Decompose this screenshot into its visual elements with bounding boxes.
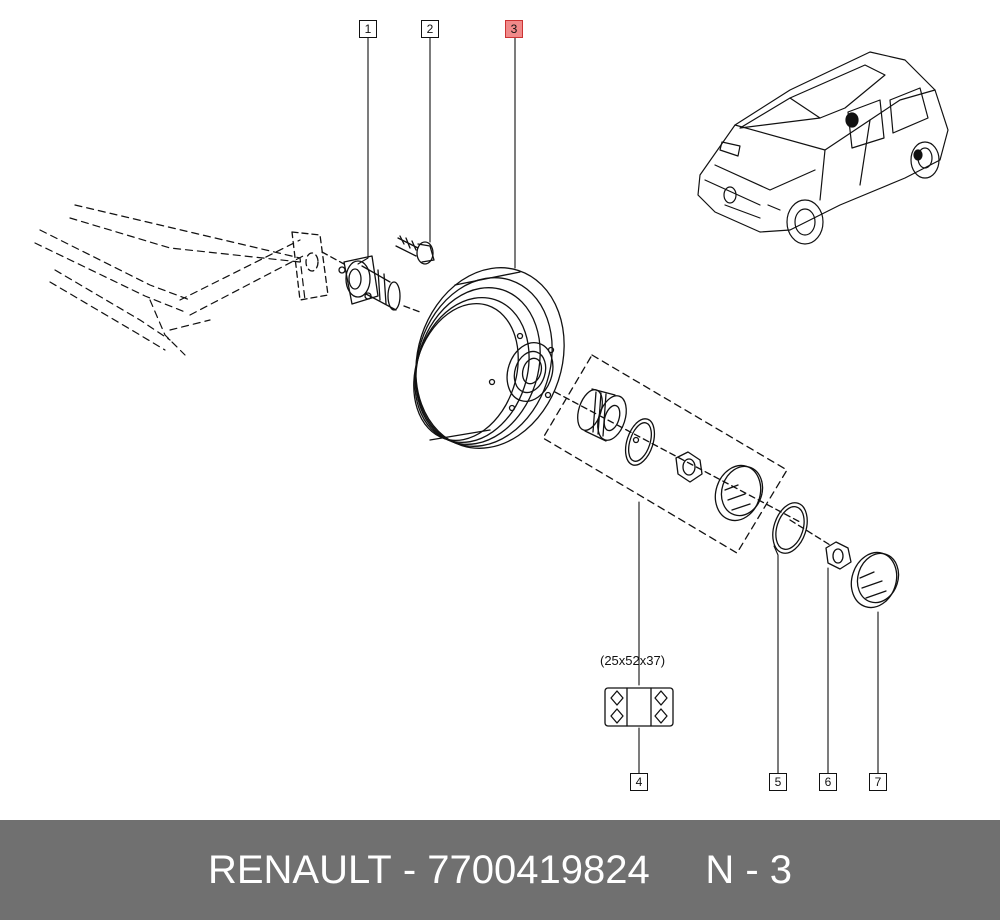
wheel-bearing <box>577 388 627 442</box>
axle-mount-plate <box>291 231 329 301</box>
callout-2: 2 <box>421 20 439 38</box>
hub-nut <box>825 541 852 570</box>
exploded-view-drawing <box>34 35 949 774</box>
callout-6: 6 <box>819 773 837 791</box>
footer-part-number: 7700419824 <box>427 847 650 892</box>
stub-axle <box>338 255 401 311</box>
vehicle-inset <box>697 51 949 245</box>
footer-brand: RENAULT <box>207 847 392 892</box>
bearing-dimensions-label: (25x52x37) <box>600 653 666 668</box>
footer-ref: N - 3 <box>705 847 793 892</box>
part-footer-bar: RENAULT - 7700419824 N - 3 <box>0 820 1000 920</box>
callout-4: 4 <box>630 773 648 791</box>
callout-1: 1 <box>359 20 377 38</box>
brake-drum <box>413 267 565 449</box>
hub-cap <box>850 551 900 609</box>
axis-line <box>554 391 831 546</box>
bearing-kit-box <box>542 354 788 554</box>
callout-5: 5 <box>769 773 787 791</box>
bearing-symbol <box>604 687 674 727</box>
circlip-inner <box>624 418 656 466</box>
axis-line <box>321 251 421 313</box>
footer-separator: - <box>402 847 417 892</box>
hub-cap-kit <box>714 464 764 522</box>
hub-nut-kit <box>675 451 703 483</box>
callout-3-highlighted: 3 <box>505 20 523 38</box>
circlip-outer <box>772 502 808 554</box>
leader-lines <box>357 35 879 774</box>
bolt <box>395 235 435 265</box>
rear-axle-beam <box>34 204 306 356</box>
callout-7: 7 <box>869 773 887 791</box>
